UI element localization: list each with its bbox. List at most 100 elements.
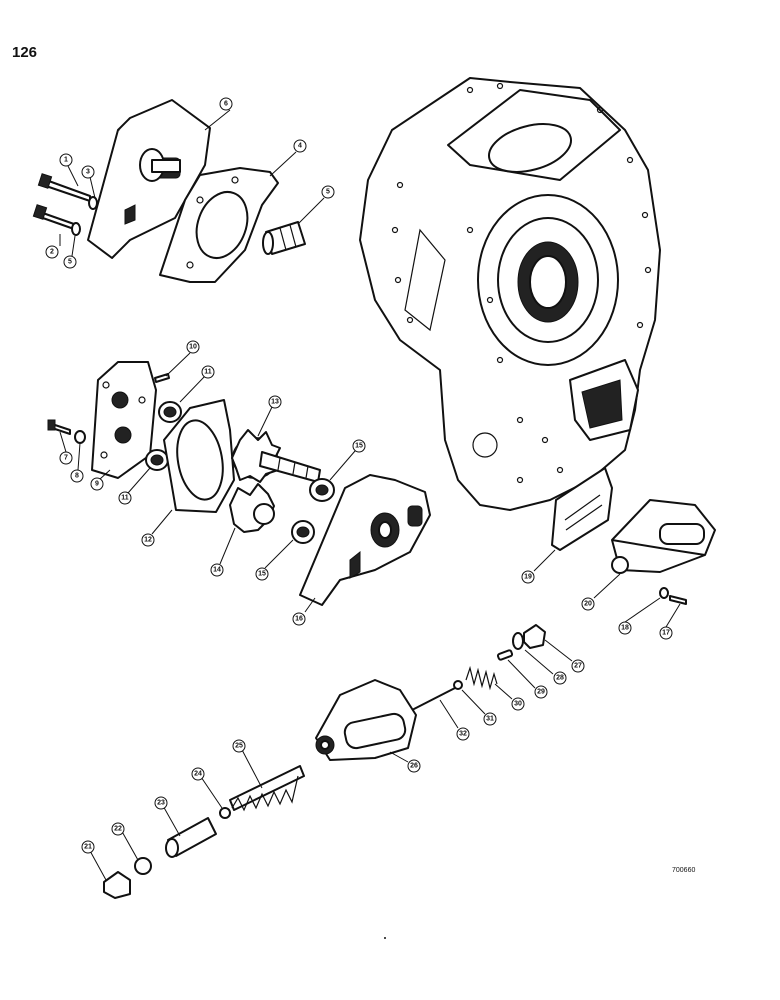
svg-text:22: 22 — [114, 826, 122, 833]
svg-text:7: 7 — [64, 455, 68, 462]
bearing-11-lower — [145, 449, 169, 471]
callout-24: 24 — [191, 767, 205, 781]
page-number: 126 — [12, 44, 38, 61]
washer-8 — [74, 430, 86, 444]
callout-3: 3 — [81, 165, 95, 179]
callout-15-lower: 15 — [255, 567, 269, 581]
svg-text:9: 9 — [95, 481, 99, 488]
o-ring-22 — [134, 857, 152, 875]
svg-text:28: 28 — [556, 675, 564, 682]
washer-5 — [71, 222, 81, 236]
svg-text:4: 4 — [298, 143, 302, 150]
callout-29: 29 — [534, 685, 548, 699]
plug-27 — [523, 624, 546, 649]
callout-27: 27 — [571, 659, 585, 673]
ball-24 — [219, 807, 231, 819]
plunger-29 — [496, 649, 514, 661]
callout-6: 6 — [219, 97, 233, 111]
svg-text:14: 14 — [213, 567, 221, 574]
callout-17: 17 — [659, 626, 673, 640]
callout-2: 2 — [45, 245, 59, 259]
bolt-17 — [669, 595, 687, 605]
callout-5: 5 — [321, 185, 335, 199]
callout-5-upper-left: 5 — [63, 255, 77, 269]
pump-cover-9 — [91, 361, 157, 479]
svg-text:8: 8 — [75, 473, 79, 480]
bolt-1 — [37, 173, 91, 202]
svg-text:15: 15 — [355, 443, 363, 450]
spring-30 — [465, 665, 498, 691]
washer-3 — [88, 196, 98, 210]
bearing-11-upper — [158, 401, 182, 423]
svg-text:1: 1 — [64, 157, 68, 164]
drive-gear-13 — [231, 429, 321, 483]
callout-7: 7 — [59, 451, 73, 465]
valve-body-20 — [611, 499, 716, 574]
svg-text:15: 15 — [258, 571, 266, 578]
svg-text:18: 18 — [621, 625, 629, 632]
callout-13: 13 — [268, 395, 282, 409]
svg-text:11: 11 — [121, 495, 129, 502]
pin-10 — [154, 373, 170, 383]
callout-32: 32 — [456, 727, 470, 741]
gasket-19 — [551, 467, 613, 551]
gasket-12 — [163, 399, 235, 513]
svg-text:2: 2 — [50, 249, 54, 256]
callout-30: 30 — [511, 697, 525, 711]
callout-16: 16 — [292, 612, 306, 626]
svg-text:13: 13 — [271, 399, 279, 406]
svg-text:19: 19 — [524, 574, 532, 581]
svg-text:31: 31 — [486, 716, 494, 723]
callout-18: 18 — [618, 621, 632, 635]
svg-text:20: 20 — [584, 601, 592, 608]
drawing-number: 700660 — [672, 867, 695, 874]
callout-12: 12 — [141, 533, 155, 547]
svg-text:30: 30 — [514, 701, 522, 708]
bolt-2 — [32, 204, 75, 230]
valve-body-26 — [315, 679, 417, 761]
svg-text:29: 29 — [537, 689, 545, 696]
pump-body-upper — [87, 99, 211, 259]
page-mark — [384, 937, 386, 939]
gasket-4 — [159, 167, 279, 283]
callout-11-lower: 11 — [118, 491, 132, 505]
svg-text:5: 5 — [326, 189, 330, 196]
svg-text:24: 24 — [194, 771, 202, 778]
driven-gear-14 — [229, 483, 275, 533]
callout-28: 28 — [553, 671, 567, 685]
svg-text:26: 26 — [410, 763, 418, 770]
callout-4: 4 — [293, 139, 307, 153]
svg-text:25: 25 — [235, 743, 243, 750]
callout-10: 10 — [186, 340, 200, 354]
callout-21: 21 — [81, 840, 95, 854]
callout-23: 23 — [154, 796, 168, 810]
svg-text:21: 21 — [84, 844, 92, 851]
callout-8: 8 — [70, 469, 84, 483]
bearing-15-upper — [309, 478, 335, 502]
sleeve-5 — [262, 221, 306, 255]
callout-26: 26 — [407, 759, 421, 773]
svg-text:23: 23 — [157, 800, 165, 807]
callout-22: 22 — [111, 822, 125, 836]
callout-11-upper: 11 — [201, 365, 215, 379]
piston-23 — [165, 817, 217, 858]
callout-20: 20 — [581, 597, 595, 611]
svg-text:12: 12 — [144, 537, 152, 544]
washer-18 — [659, 587, 669, 599]
callout-1: 1 — [59, 153, 73, 167]
svg-text:17: 17 — [662, 630, 670, 637]
svg-text:3: 3 — [86, 169, 90, 176]
plug-21 — [103, 871, 131, 899]
spring-25 — [229, 765, 305, 812]
svg-text:5: 5 — [68, 259, 72, 266]
callout-15-upper: 15 — [352, 439, 366, 453]
callout-9: 9 — [90, 477, 104, 491]
callout-31: 31 — [483, 712, 497, 726]
svg-text:32: 32 — [459, 731, 467, 738]
o-ring-28 — [512, 632, 524, 650]
ball-31 — [453, 680, 463, 690]
callout-14: 14 — [210, 563, 224, 577]
callout-19: 19 — [521, 570, 535, 584]
svg-text:27: 27 — [574, 663, 582, 670]
